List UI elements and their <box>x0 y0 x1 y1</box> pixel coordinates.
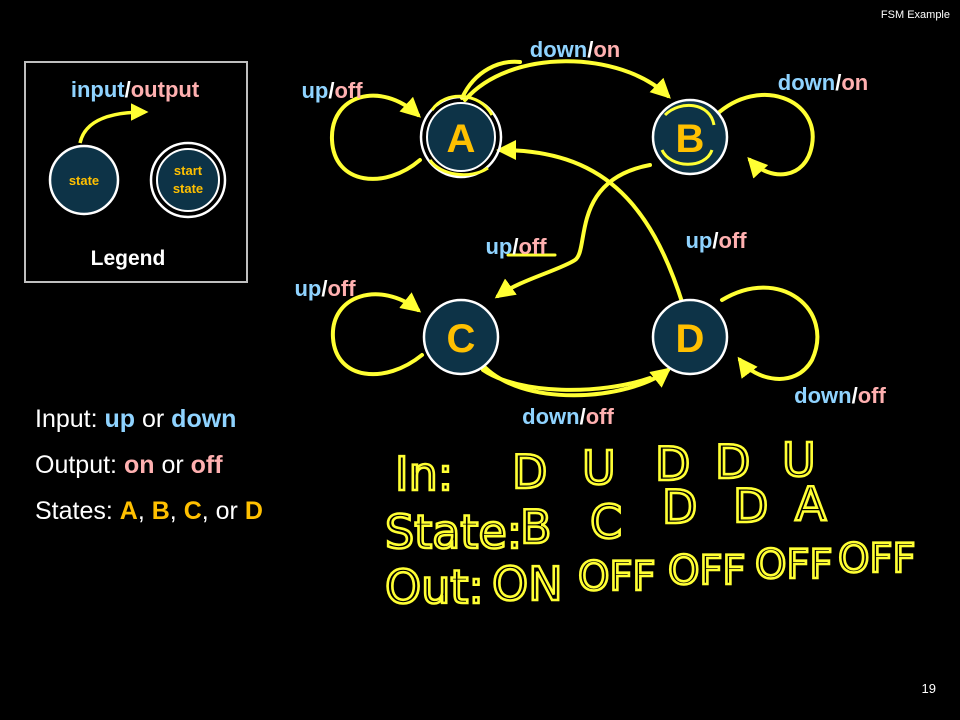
hw-out-5: OFF <box>838 536 916 582</box>
hw-state-1: B <box>520 500 552 554</box>
state-label-c: C <box>447 317 476 361</box>
hw-out-label: Out: <box>385 560 484 614</box>
label-a-to-b: down/on <box>530 37 620 62</box>
label-b-self: down/on <box>778 70 868 95</box>
label-b-to-c: up/off <box>485 234 547 259</box>
state-b: B <box>651 98 729 176</box>
legend: input/output state start state Legend <box>24 61 248 283</box>
hw-state-4: D <box>733 479 768 533</box>
arrow-d-to-a <box>496 140 685 307</box>
state-d: D <box>651 298 729 376</box>
label-d-to-a: up/off <box>685 228 747 253</box>
arrow-a-to-b-scribble <box>460 59 522 100</box>
transitions <box>329 59 820 398</box>
state-label-d: D <box>676 317 705 361</box>
state-label-b: B <box>676 117 705 161</box>
info-input-line: Input: up or down <box>35 405 237 433</box>
arrow-c-to-d-second <box>481 368 652 392</box>
page-number: 19 <box>921 681 936 696</box>
hw-state-label: State: <box>385 505 522 559</box>
legend-title: Legend <box>91 247 166 270</box>
label-c-self: up/off <box>294 276 356 301</box>
legend-io-label: input/output <box>71 77 200 102</box>
legend-state-label: state <box>69 173 99 188</box>
legend-start-outer <box>149 141 227 219</box>
state-a: A <box>419 94 503 179</box>
label-c-to-d: down/off <box>522 404 614 429</box>
slide-header: FSM Example <box>880 9 950 21</box>
arrow-b-to-c <box>494 163 652 299</box>
hw-out-4: OFF <box>755 542 833 588</box>
legend-start-circle <box>156 148 220 212</box>
hw-in-label: In: <box>395 447 453 501</box>
info-output-line: Output: on or off <box>35 451 223 479</box>
hw-out-3: OFF <box>668 548 746 594</box>
state-c: C <box>422 298 500 376</box>
legend-box <box>24 61 248 283</box>
legend-state-circle <box>48 144 120 216</box>
label-a-self: up/off <box>301 78 363 103</box>
arrow-a-to-b <box>463 59 671 102</box>
legend-start-line1: start <box>174 163 203 178</box>
legend-arrow <box>78 103 149 144</box>
hw-state-2: C <box>590 495 622 549</box>
arrow-d-self <box>720 285 820 381</box>
info-states-line: States: A, B, C, or D <box>35 497 263 525</box>
arrow-a-self <box>329 93 422 181</box>
legend-start-line2: state <box>173 181 203 196</box>
handwritten-trace: In: D U D D U State: B C D D A Out: ON O… <box>384 432 917 616</box>
label-d-self: down/off <box>794 383 886 408</box>
hw-out-2: OFF <box>578 554 656 600</box>
hw-in-1: D <box>512 445 547 499</box>
arrow-b-self <box>714 92 815 179</box>
hw-out-1: ON <box>492 557 563 611</box>
hw-state-3: D <box>662 480 697 534</box>
hw-state-5: A <box>795 477 827 531</box>
hw-in-4: D <box>715 435 750 489</box>
hw-in-5: U <box>782 433 816 487</box>
hw-in-3: D <box>655 437 690 491</box>
hw-in-2: U <box>582 441 616 495</box>
arrow-c-self <box>330 292 424 377</box>
state-label-a: A <box>447 117 476 161</box>
